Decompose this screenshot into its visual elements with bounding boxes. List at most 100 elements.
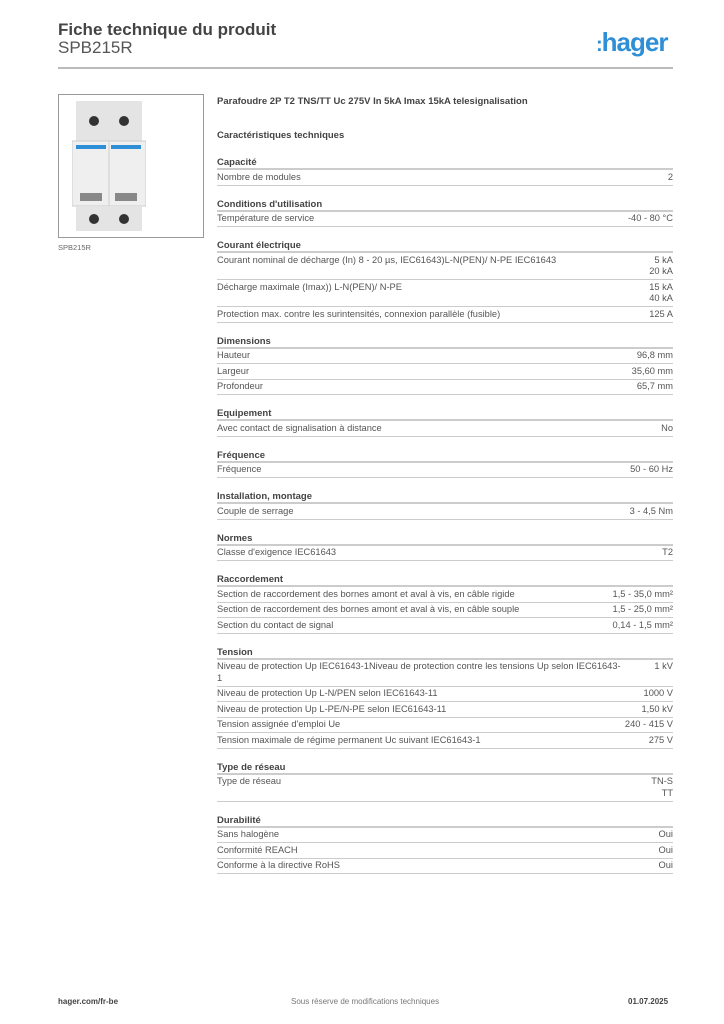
spec-value: 35,60 mm xyxy=(631,365,673,376)
spec-row: Courant nominal de décharge (In) 8 - 20 … xyxy=(217,253,673,280)
spec-label: Couple de serrage xyxy=(217,505,294,516)
spec-row: Hauteur 96,8 mm xyxy=(217,349,673,364)
spec-value: Oui xyxy=(658,844,673,855)
spec-value: Oui xyxy=(658,860,673,870)
spec-value: Oui xyxy=(658,829,673,839)
spec-value: 50 - 60 Hz xyxy=(630,464,673,474)
spec-value: 125 A xyxy=(649,308,673,319)
spec-label: Courant nominal de décharge (In) 8 - 20 … xyxy=(217,254,557,265)
footer-date: 01.07.2025 xyxy=(628,997,669,1006)
spec-label: Section du contact de signal xyxy=(217,619,334,630)
spec-label: Type de réseau xyxy=(217,776,282,786)
spec-row: Nombre de modules 2 xyxy=(217,170,673,186)
spec-value: 3 - 4,5 Nm xyxy=(629,505,673,516)
page-title: Fiche technique du produit xyxy=(58,20,277,39)
hager-logo: :hager xyxy=(596,27,668,57)
section-title: Courant électrique xyxy=(217,239,673,253)
spec-row: Section du contact de signal 0,14 - 1,5 m… xyxy=(217,618,673,634)
section-title: Fréquence xyxy=(217,449,673,463)
section-title: Dimensions xyxy=(217,335,673,349)
section-title: Installation, montage xyxy=(217,490,673,504)
spec-row: Fréquence 50 - 60 Hz xyxy=(217,463,673,478)
section-title: Tension xyxy=(217,646,673,660)
spec-row: Niveau de protection Up L-N/PEN selon IE… xyxy=(217,687,673,702)
spec-label: Conformité REACH xyxy=(217,844,298,855)
spec-value: 0,14 - 1,5 mm² xyxy=(612,619,673,630)
spec-value: T2 xyxy=(662,547,673,557)
spec-label: Sans halogène xyxy=(217,829,280,839)
header-divider xyxy=(58,67,673,69)
spec-row: Niveau de protection Up IEC61643-1Niveau… xyxy=(217,660,673,687)
section-title: Raccordement xyxy=(217,573,673,587)
spec-row: Protection max. contre les surintensités… xyxy=(217,307,673,323)
spec-label: Tension maximale de régime permanent Uc … xyxy=(217,734,481,745)
spec-label: Niveau de protection Up L-N/PEN selon IE… xyxy=(217,688,438,698)
spec-label: Classe d'exigence IEC61643 xyxy=(217,547,337,557)
spec-label: Hauteur xyxy=(217,350,251,360)
spec-value: 240 - 415 V xyxy=(624,719,673,729)
spec-row: Largeur 35,60 mm xyxy=(217,364,673,380)
spec-value: 15 kA 40 kA xyxy=(649,281,673,304)
spec-value: 1,5 - 35,0 mm² xyxy=(612,588,673,599)
spec-value: 275 V xyxy=(648,734,673,745)
spec-row: Décharge maximale (Imax)) L-N(PEN)/ N-PE… xyxy=(217,280,673,307)
spec-label: Nombre de modules xyxy=(217,171,301,182)
spec-label: Conforme à la directive RoHS xyxy=(217,860,340,870)
spec-value: 1,50 kV xyxy=(641,703,673,714)
spec-row: Température de service -40 - 80 °C xyxy=(217,212,673,227)
spec-value: 96,8 mm xyxy=(636,350,673,360)
product-image xyxy=(58,94,204,238)
spec-label: Niveau de protection Up IEC61643-1Niveau… xyxy=(217,661,621,683)
spec-value: 2 xyxy=(667,171,673,182)
section-title: Equipement xyxy=(217,407,673,421)
spec-row: Section de raccordement des bornes amont… xyxy=(217,603,673,618)
spec-value: 1,5 - 25,0 mm² xyxy=(612,604,673,614)
spec-label: Profondeur xyxy=(217,381,263,391)
spec-row: Classe d'exigence IEC61643 T2 xyxy=(217,546,673,561)
spec-label: Fréquence xyxy=(217,464,262,474)
spec-value: 1 kV xyxy=(654,661,673,671)
section-title: Type de réseau xyxy=(217,761,673,775)
section-title: Normes xyxy=(217,532,673,546)
spec-row: Couple de serrage 3 - 4,5 Nm xyxy=(217,504,673,520)
product-reference: SPB215R xyxy=(58,38,133,57)
spec-label: Niveau de protection Up L-PE/N-PE selon … xyxy=(217,703,447,714)
spec-value: 1000 V xyxy=(643,688,673,698)
spec-label: Section de raccordement des bornes amont… xyxy=(217,604,520,614)
spec-label: Avec contact de signalisation à distance xyxy=(217,422,382,433)
spec-label: Section de raccordement des bornes amont… xyxy=(217,588,515,599)
section-title: Capacité xyxy=(217,156,673,170)
spec-value: 65,7 mm xyxy=(636,381,673,391)
spec-label: Protection max. contre les surintensités… xyxy=(217,308,501,319)
spec-row: Section de raccordement des bornes amont… xyxy=(217,587,673,603)
section-title: Durabilité xyxy=(217,814,673,828)
spec-label: Tension assignée d'emploi Ue xyxy=(217,719,341,729)
spec-label: Température de service xyxy=(217,213,315,223)
spec-label: Décharge maximale (Imax)) L-N(PEN)/ N-PE xyxy=(217,281,402,292)
footer-website[interactable]: hager.com/fr-be xyxy=(58,997,119,1006)
spec-row: Avec contact de signalisation à distance… xyxy=(217,421,673,437)
tech-heading: Caractéristiques techniques xyxy=(217,130,345,141)
spec-row: Profondeur 65,7 mm xyxy=(217,380,673,395)
spec-panel: Parafoudre 2P T2 TNS/TT Uc 275V In 5kA I… xyxy=(217,96,673,874)
spec-label: Largeur xyxy=(217,365,250,376)
image-caption: SPB215R xyxy=(58,243,91,252)
spec-row: Sans halogène Oui xyxy=(217,828,673,843)
section-title: Conditions d'utilisation xyxy=(217,198,673,212)
spec-row: Niveau de protection Up L-PE/N-PE selon … xyxy=(217,702,673,718)
spec-value: No xyxy=(661,422,673,433)
spec-row: Tension assignée d'emploi Ue 240 - 415 V xyxy=(217,718,673,733)
spec-value: -40 - 80 °C xyxy=(627,213,673,223)
